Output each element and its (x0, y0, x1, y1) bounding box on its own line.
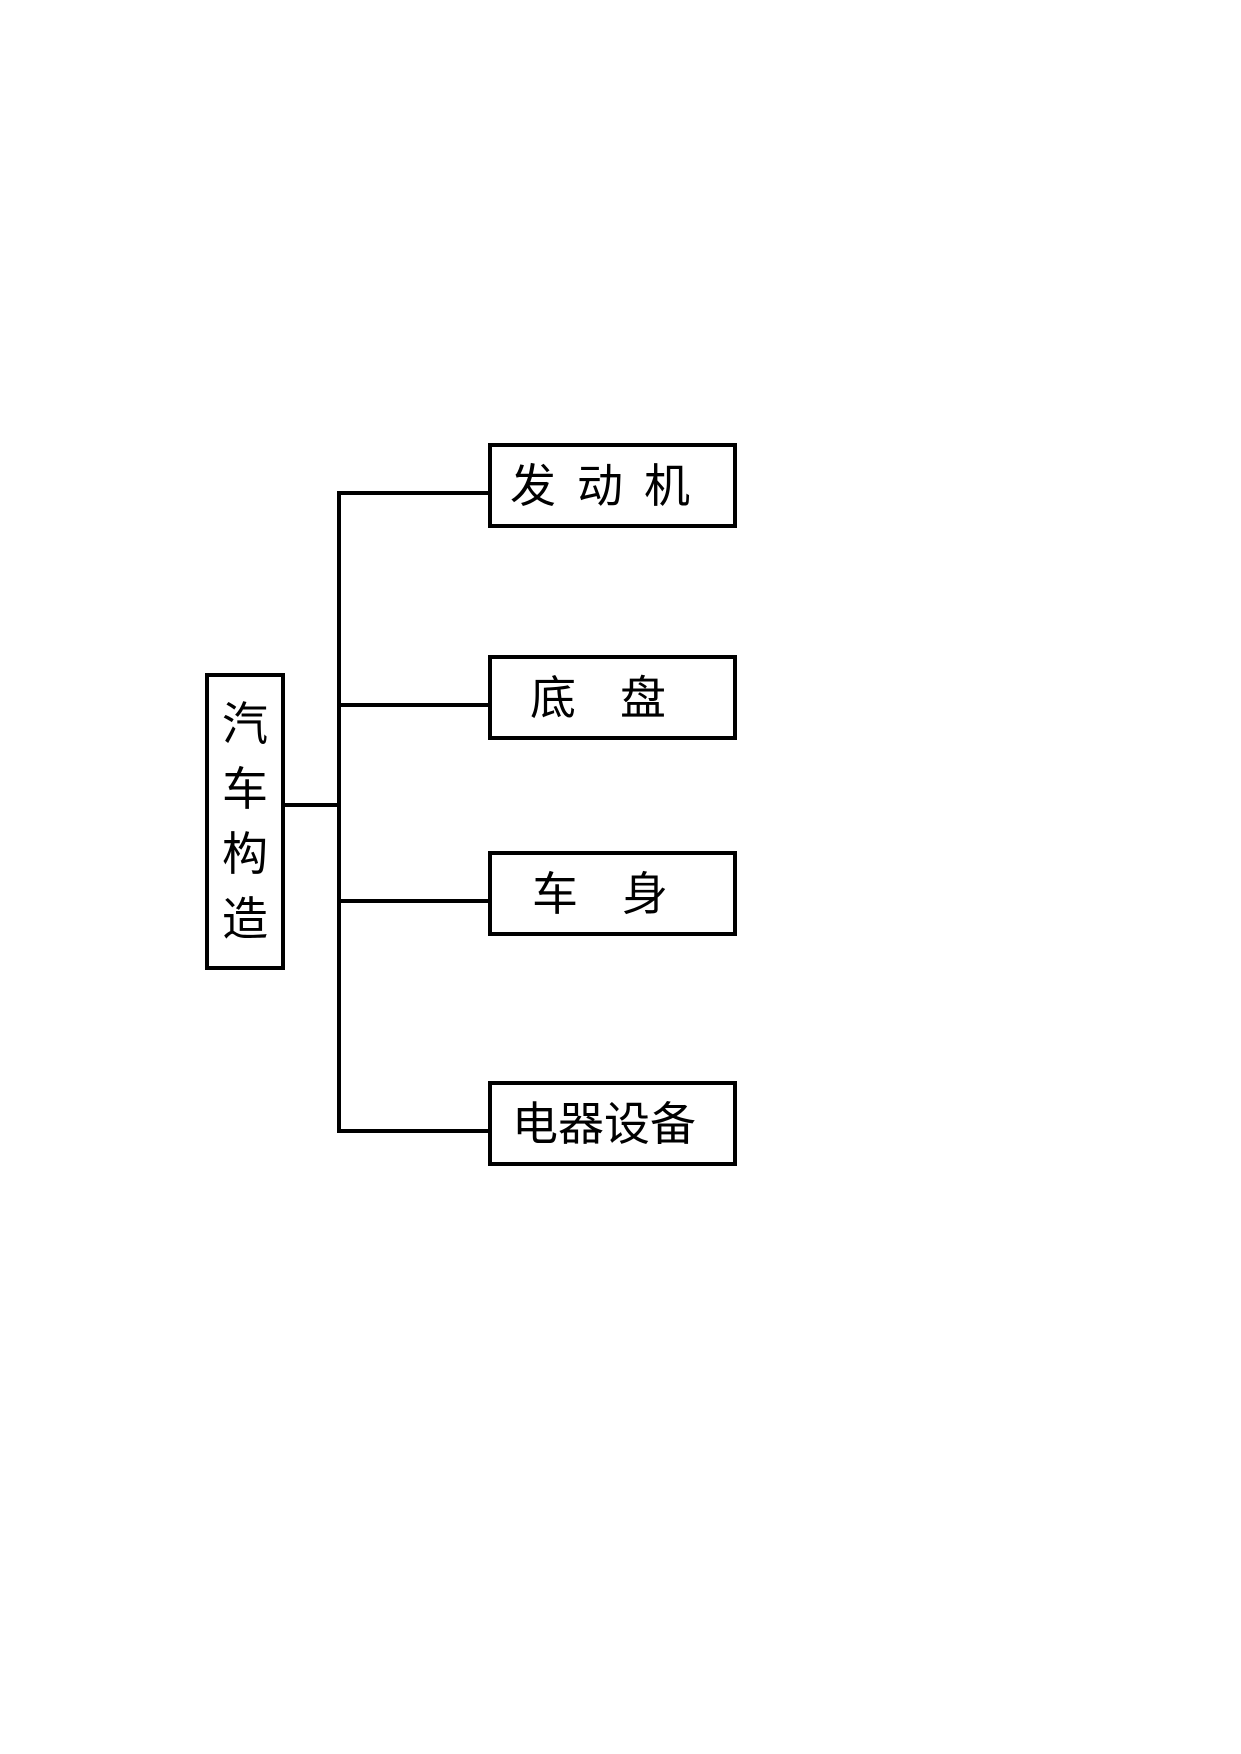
child-node-label: 车身 (532, 866, 712, 921)
child-node-label: 底盘 (530, 670, 710, 725)
child-node-engine: 发动机 (488, 443, 737, 528)
child-node-label: 发动机 (510, 458, 711, 513)
root-node-label: 汽 车 构 造 (209, 677, 281, 966)
child-node-chassis: 底盘 (488, 655, 737, 740)
root-char-1: 汽 (222, 697, 268, 751)
root-connector-line (285, 803, 339, 807)
branch-line-electrical (337, 1129, 490, 1133)
branch-line-body (337, 899, 490, 903)
root-char-4: 造 (222, 892, 268, 946)
child-node-label: 电器设备 (512, 1096, 696, 1151)
child-node-electrical: 电器设备 (488, 1081, 737, 1166)
root-node: 汽 车 构 造 (205, 673, 285, 970)
child-node-body: 车身 (488, 851, 737, 936)
root-char-3: 构 (222, 827, 268, 881)
branch-line-engine (337, 491, 490, 495)
branch-line-chassis (337, 703, 490, 707)
vertical-trunk-line (337, 491, 341, 1133)
root-char-2: 车 (222, 762, 268, 816)
